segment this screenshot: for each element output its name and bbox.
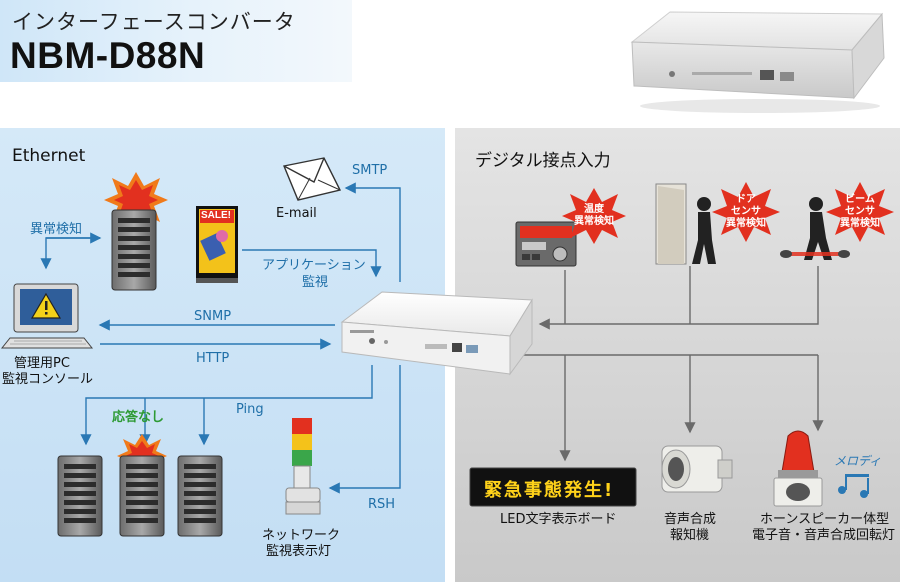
beam-sensor bbox=[780, 197, 850, 260]
server-bottom-middle bbox=[119, 455, 165, 537]
led-board bbox=[469, 467, 637, 507]
horn-label-2: 電子音・音声合成回転灯 bbox=[752, 528, 896, 543]
management-pc bbox=[0, 283, 94, 349]
connector-smtp bbox=[344, 182, 401, 282]
smtp-label: SMTP bbox=[352, 163, 388, 178]
burst-temperature bbox=[562, 188, 626, 244]
burst-door bbox=[712, 182, 780, 242]
console-label-2: 監視コンソール bbox=[2, 372, 94, 387]
server-top bbox=[111, 209, 157, 291]
voice-speaker bbox=[661, 445, 733, 493]
console-label-1: 管理用PC bbox=[14, 356, 70, 371]
converter-device bbox=[340, 291, 533, 376]
title-banner bbox=[0, 0, 352, 82]
ping-label: Ping bbox=[236, 402, 264, 417]
digital-input-title: デジタル接点入力 bbox=[475, 151, 611, 171]
temperature-controller bbox=[515, 221, 577, 267]
ethernet-title: Ethernet bbox=[12, 146, 86, 166]
connector-rsh bbox=[328, 365, 401, 494]
horn-rotating-light bbox=[773, 430, 823, 507]
led-board-text: 緊急事態発生! bbox=[484, 480, 615, 501]
temp-burst-text: 温度異常検知 bbox=[574, 204, 614, 227]
app-monitor-label-1: アプリケーション bbox=[262, 258, 366, 273]
led-board-label: LED文字表示ボード bbox=[500, 512, 617, 527]
door-sensor bbox=[655, 183, 716, 265]
envelope-icon bbox=[283, 157, 342, 201]
tower-light bbox=[285, 418, 321, 515]
tower-light-label-1: ネットワーク bbox=[262, 528, 341, 543]
product-model: NBM-D88N bbox=[10, 35, 206, 76]
melody-label: メロディ bbox=[834, 454, 882, 468]
no-response-label: 応答なし bbox=[112, 410, 165, 425]
sale-sign-text: SALE! bbox=[201, 210, 231, 221]
abnormal-detect-label: 異常検知 bbox=[30, 222, 83, 237]
horn-label-1: ホーンスピーカー体型 bbox=[760, 512, 890, 527]
rsh-label: RSH bbox=[368, 497, 396, 512]
connector-beam bbox=[538, 266, 819, 330]
music-notes-icon bbox=[838, 474, 869, 498]
door-burst-text: ドアセンサ異常検知 bbox=[726, 194, 766, 229]
voice-label-1: 音声合成 bbox=[664, 512, 717, 527]
product-photo bbox=[630, 11, 885, 113]
voice-label-2: 報知機 bbox=[670, 528, 710, 543]
server-bottom-left bbox=[57, 455, 103, 537]
app-monitor-label-2: 監視 bbox=[302, 275, 329, 290]
connector-app-monitor bbox=[242, 249, 382, 278]
burst-beam bbox=[826, 182, 894, 242]
signage-display bbox=[196, 206, 238, 283]
beam-burst-text: ビームセンサ異常検知 bbox=[840, 194, 880, 229]
product-category: インターフェースコンバータ bbox=[12, 10, 296, 34]
server-bottom-right bbox=[177, 455, 223, 537]
http-label: HTTP bbox=[196, 351, 230, 366]
tower-light-label-2: 監視表示灯 bbox=[266, 544, 332, 559]
connector-abnormal-left bbox=[40, 237, 100, 270]
email-label: E-mail bbox=[276, 206, 317, 221]
connector-ping bbox=[80, 365, 373, 446]
snmp-label: SNMP bbox=[194, 309, 232, 324]
